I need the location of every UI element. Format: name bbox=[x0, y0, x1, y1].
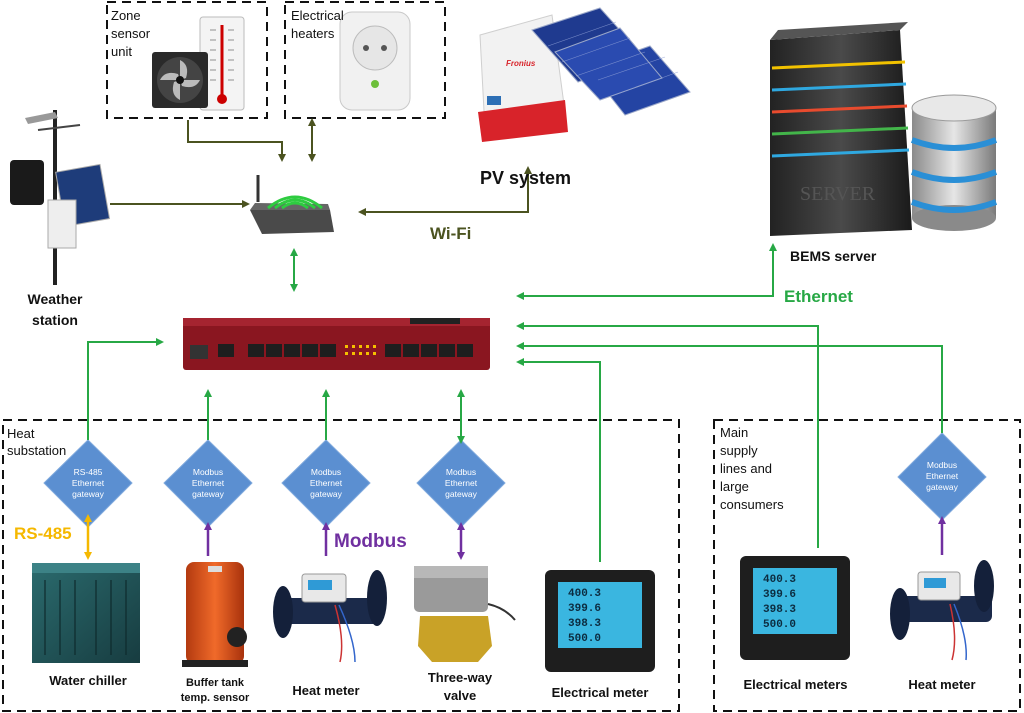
zone-sensor-box bbox=[106, 1, 268, 119]
heat-substation-label-1: Heat bbox=[7, 426, 35, 441]
zone-sensor-link bbox=[187, 120, 286, 162]
electrical-meters-icon: 400.3 399.6 398.3 500.0 bbox=[740, 556, 850, 660]
electrical-meter-icon: 400.3 399.6 398.3 500.0 bbox=[545, 570, 655, 672]
rs485-gateway-link bbox=[87, 338, 164, 440]
modbus-gw4-link bbox=[516, 342, 943, 433]
three-way-valve-icon bbox=[414, 566, 516, 662]
buffer-tank-icon bbox=[182, 562, 248, 667]
main-supply-label-4: large bbox=[720, 479, 749, 494]
rs485-label: RS-485 bbox=[14, 524, 72, 543]
bems-server-label: BEMS server bbox=[790, 248, 877, 264]
heat-substation-box bbox=[2, 419, 680, 712]
main-supply-label-5: consumers bbox=[720, 497, 784, 512]
electrical-meter-link bbox=[516, 358, 601, 562]
heat-meter-icon bbox=[273, 570, 387, 663]
database-icon bbox=[910, 94, 998, 231]
pv-brand: Fronius bbox=[506, 59, 536, 68]
main-supply-label-2: supply bbox=[720, 443, 758, 458]
meter2-reading-2: 399.6 bbox=[763, 589, 796, 601]
weather-station-icon bbox=[10, 110, 111, 285]
electrical-meter-label: Electrical meter bbox=[551, 685, 649, 700]
main-supply-label-1: Main bbox=[720, 425, 749, 440]
solar-panel-icon bbox=[531, 7, 691, 116]
wifi-router-icon bbox=[250, 175, 334, 234]
electrical-meters-link bbox=[516, 322, 819, 548]
heat-meter-right-icon bbox=[890, 560, 994, 661]
meter2-reading-1: 400.3 bbox=[763, 574, 796, 586]
main-supply-box bbox=[713, 419, 1021, 712]
pv-link bbox=[358, 166, 532, 216]
wifi-label: Wi-Fi bbox=[430, 224, 472, 243]
meter2-reading-4: 500.0 bbox=[763, 619, 796, 631]
three-way-valve-label-2: valve bbox=[443, 688, 477, 703]
buffer-tank-label-1: Buffer tank bbox=[185, 677, 245, 689]
buffer-tank-label-2: temp. sensor bbox=[180, 692, 250, 704]
weather-station-label-2: station bbox=[32, 312, 78, 328]
meter2-reading-3: 398.3 bbox=[763, 604, 796, 616]
bems-link bbox=[516, 243, 777, 300]
zone-sensor-label: Zone sensor unit bbox=[111, 8, 151, 59]
server-text: SERVER bbox=[800, 183, 876, 205]
electrical-heaters-box bbox=[284, 1, 446, 119]
three-way-valve-label-1: Three-way bbox=[427, 670, 493, 685]
heat-meter-label: Heat meter bbox=[292, 683, 360, 698]
electrical-heaters-label: Electrical heaters bbox=[291, 8, 344, 41]
fan-icon bbox=[152, 52, 208, 108]
main-supply-label-3: lines and bbox=[720, 461, 773, 476]
water-chiller-label: Water chiller bbox=[49, 673, 127, 688]
pv-system-label: PV system bbox=[480, 168, 572, 188]
weather-station-label-1: Weather bbox=[27, 291, 83, 307]
meter-reading-1: 400.3 bbox=[568, 588, 601, 600]
meter-reading-4: 500.0 bbox=[568, 633, 601, 645]
water-chiller-icon bbox=[32, 563, 140, 663]
heat-meter-right-label: Heat meter bbox=[908, 677, 976, 692]
ethernet-switch-icon bbox=[183, 318, 490, 370]
heat-substation-label-2: substation bbox=[7, 443, 67, 458]
ethernet-label: Ethernet bbox=[784, 287, 853, 306]
server-icon: SERVER bbox=[770, 22, 912, 236]
modbus-label: Modbus bbox=[334, 531, 407, 552]
smart-plug-icon bbox=[339, 11, 411, 111]
meter-reading-3: 398.3 bbox=[568, 618, 601, 630]
meter-reading-2: 399.6 bbox=[568, 603, 601, 615]
electrical-meters-label: Electrical meters bbox=[743, 677, 848, 692]
